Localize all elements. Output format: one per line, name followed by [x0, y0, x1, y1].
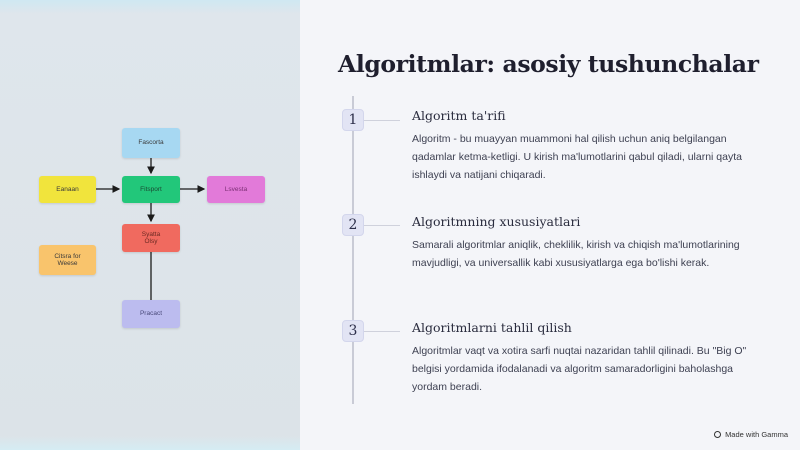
- top-glow-strip: [0, 0, 300, 14]
- step-1-title: Algoritm ta'rifi: [412, 108, 506, 123]
- diagram-node-right: Lsvesta: [207, 176, 265, 203]
- step-2-title: Algoritmning xususiyatlari: [412, 214, 581, 229]
- diagram-node-side: Citsra for Weese: [39, 245, 96, 275]
- diagram-node-bottom: Pracact: [122, 300, 180, 328]
- gamma-logo-icon: [714, 431, 722, 438]
- step-3-connector: [364, 331, 400, 332]
- diagram-node-mid: Syatta Olsy: [122, 224, 180, 252]
- step-1-connector: [364, 120, 400, 121]
- step-3-number: 3: [342, 320, 364, 342]
- step-2-connector: [364, 225, 400, 226]
- step-2-text: Samarali algoritmlar aniqlik, cheklilik,…: [412, 239, 740, 269]
- step-2-number: 2: [342, 214, 364, 236]
- diagram-node-center: Fitsport: [122, 176, 180, 203]
- step-3-text: Algoritmlar vaqt va xotira sarfi nuqtai …: [412, 345, 747, 393]
- bottom-glow-strip: [0, 436, 300, 450]
- diagram-node-top: Fascorta: [122, 128, 180, 158]
- step-1-number: 1: [342, 109, 364, 131]
- diagram-node-left: Eanaan: [39, 176, 96, 203]
- diagram-image-panel: Fascorta Fitsport Eanaan Lsvesta Syatta …: [0, 0, 300, 450]
- step-1-text: Algoritm - bu muayyan muammoni hal qilis…: [412, 133, 742, 181]
- step-3-title: Algoritmlarni tahlil qilish: [412, 320, 572, 335]
- diagram-arrows: [96, 158, 206, 300]
- made-with-gamma-badge[interactable]: Made with Gamma: [714, 430, 788, 439]
- timeline-line: [352, 96, 354, 404]
- badge-label: Made with Gamma: [725, 430, 788, 439]
- page-title: Algoritmlar: asosiy tushunchalar: [338, 50, 759, 78]
